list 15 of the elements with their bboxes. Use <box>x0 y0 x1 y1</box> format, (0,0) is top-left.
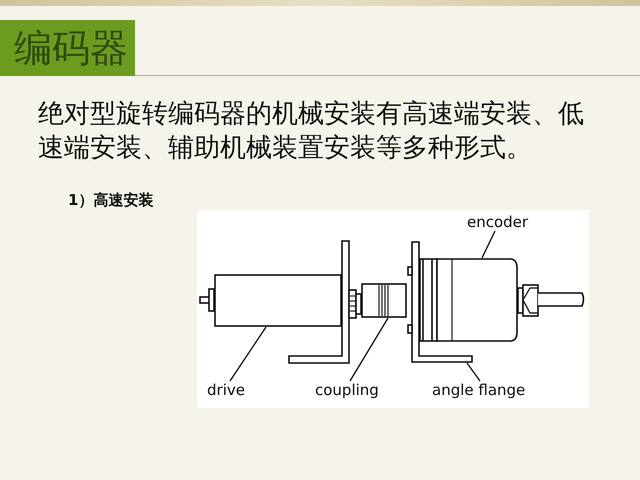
title-banner: 编码器 <box>0 20 135 76</box>
drive-body <box>214 274 342 327</box>
leader-line <box>349 318 389 382</box>
leader-line <box>229 326 267 382</box>
coupling-drawing <box>361 283 407 318</box>
leader-line <box>481 230 496 258</box>
part-label: coupling <box>315 381 379 399</box>
leader-line <box>466 362 481 382</box>
part-label: encoder <box>467 213 528 231</box>
description-paragraph: 绝对型旋转编码器的机械安装有高速端安装、低速端安装、辅助机械装置安装等多种形式。 <box>38 98 585 165</box>
section-heading: 1）高速安装 <box>68 190 154 210</box>
part-label: angle flange <box>432 381 526 399</box>
encoder-drawing <box>419 258 518 342</box>
angle-flange-drawing <box>407 241 473 363</box>
part-label: drive <box>207 381 245 399</box>
